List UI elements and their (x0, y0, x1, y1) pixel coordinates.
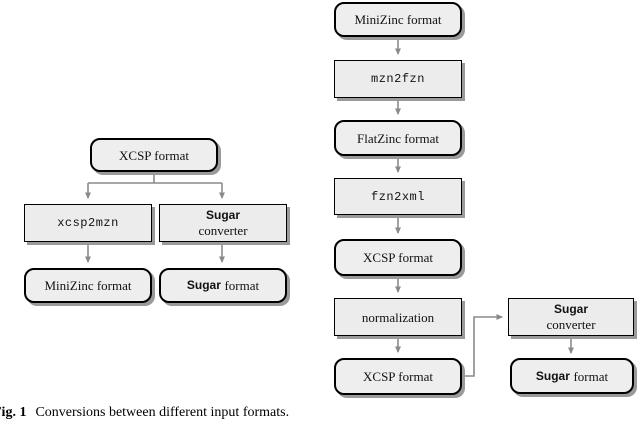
node-xcsp-format-left: XCSP format (90, 138, 218, 172)
node-minizinc-format-left: MiniZinc format (24, 268, 152, 303)
node-sugar-converter-right: Sugar converter (508, 298, 634, 336)
node-sugar-converter-left: Sugar converter (159, 204, 287, 242)
figure-caption-label: Fig. 1 (0, 405, 27, 420)
connector-elbow-xcsp-to-sugar-converter (462, 314, 503, 377)
node-label: XCSP format (119, 147, 189, 163)
node-label-line2: converter (198, 223, 248, 238)
node-label: mzn2fzn (371, 72, 425, 86)
node-minizinc-format-right: MiniZinc format (334, 2, 462, 37)
node-label-word1: Sugar (186, 278, 221, 292)
node-xcsp-format-mid: XCSP format (334, 239, 462, 276)
node-xcsp-format-final: XCSP format (334, 358, 462, 395)
node-label: fzn2xml (371, 189, 425, 204)
node-label-line1: Sugar (205, 208, 240, 222)
figure-caption-text: Conversions between different input form… (35, 405, 290, 420)
node-label: XCSP format (363, 369, 433, 384)
node-label-word1: Sugar (535, 368, 570, 383)
node-mzn2fzn-tool: mzn2fzn (334, 60, 462, 98)
node-normalization-tool: normalization (334, 298, 462, 336)
connector-split-bar (88, 172, 222, 184)
node-label: xcsp2mzn (57, 216, 119, 230)
node-xcsp2mzn-tool: xcsp2mzn (24, 204, 152, 242)
node-label-word2: format (573, 368, 609, 384)
node-label: XCSP format (363, 250, 433, 265)
node-flatzinc-format: FlatZinc format (334, 120, 462, 156)
node-label-line2: converter (546, 317, 596, 332)
node-label: MiniZinc format (354, 12, 442, 27)
node-sugar-format-right: Sugar format (510, 358, 634, 394)
node-label-line1: Sugar (553, 302, 588, 316)
node-sugar-format-left: Sugar format (159, 268, 287, 303)
figure-caption: Fig. 1 Conversions between different inpu… (0, 403, 289, 422)
node-label: MiniZinc format (44, 278, 132, 293)
node-label-word2: format (224, 278, 260, 293)
node-label: normalization (361, 309, 435, 325)
node-fzn2xml-tool: fzn2xml (334, 178, 462, 215)
node-label: FlatZinc format (357, 130, 439, 146)
